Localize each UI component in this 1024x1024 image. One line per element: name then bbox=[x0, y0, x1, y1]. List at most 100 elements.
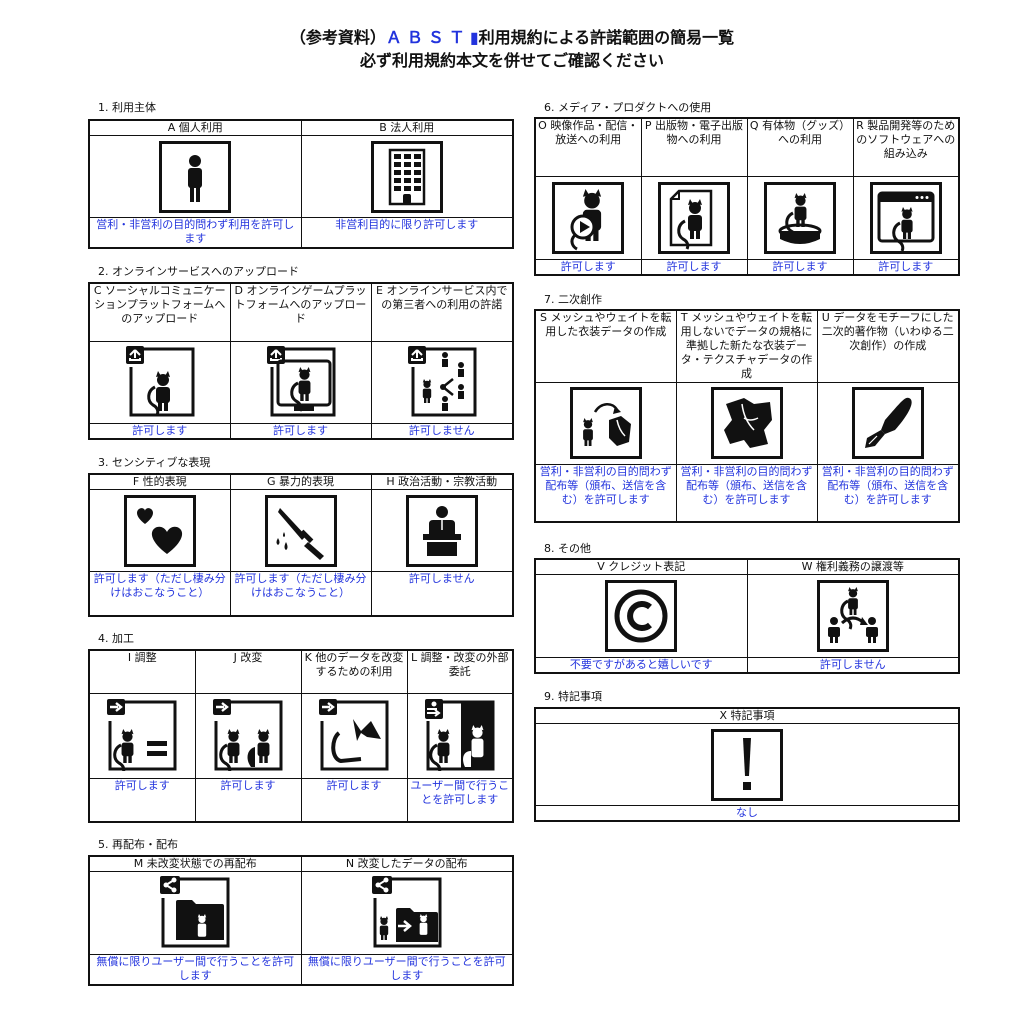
item-header-V: V クレジット表記 bbox=[534, 558, 748, 575]
section-label: 2. オンラインサービスへのアップロード bbox=[98, 265, 299, 278]
share-modified-folder-icon bbox=[370, 874, 444, 948]
item-icon-cell-L bbox=[406, 692, 514, 779]
item-header-P: P 出版物・電子出版物への利用 bbox=[640, 117, 748, 177]
section-sensitive-expression: 3. センシティブな表現 F 性的表現 G 暴力的表現 H 政治活動・宗教活動 bbox=[88, 456, 514, 617]
permission-table: V クレジット表記 W 権利義務の譲渡等 bbox=[534, 558, 960, 674]
item-header-D: D オンラインゲームプラットフォームへのアップロード bbox=[229, 282, 372, 342]
item-icon-cell-F bbox=[88, 489, 231, 572]
item-permission-O: 許可します bbox=[534, 258, 642, 275]
item-header-K: K 他のデータを改変するための利用 bbox=[300, 649, 408, 694]
item-permission-U: 営利・非営利の目的問わず配布等（頒布、送信を含む）を許可します bbox=[816, 463, 960, 523]
item-permission-R: 許可します bbox=[852, 258, 960, 275]
item-icon-cell-C bbox=[88, 340, 231, 424]
item-icon-cell-B bbox=[300, 135, 514, 218]
parts-reuse-icon bbox=[317, 697, 391, 771]
person-icon bbox=[159, 140, 232, 213]
section-label: 8. その他 bbox=[544, 542, 591, 555]
item-icon-cell-E bbox=[370, 340, 514, 424]
item-header-U: U データをモチーフにした二次的著作物（いわゆる二次創作）の作成 bbox=[816, 309, 960, 383]
item-header-R: R 製品開発等のためのソフトウェアへの組み込み bbox=[852, 117, 960, 177]
item-header-C: C ソーシャルコミュニケーションプラットフォームへのアップロード bbox=[88, 282, 231, 342]
item-permission-T: 営利・非営利の目的問わず配布等（頒布、送信を含む）を許可します bbox=[675, 463, 818, 523]
permission-table: O 映像作品・配信・放送への利用 P 出版物・電子出版物への利用 Q 有体物（グ… bbox=[534, 117, 960, 276]
item-header-B: B 法人利用 bbox=[300, 119, 514, 136]
upload-share-users-icon bbox=[405, 343, 479, 417]
item-icon-cell-M bbox=[88, 871, 302, 955]
upload-avatar-icon bbox=[123, 343, 197, 417]
permission-table: F 性的表現 G 暴力的表現 H 政治活動・宗教活動 bbox=[88, 473, 514, 617]
video-play-avatar-icon bbox=[552, 181, 625, 254]
item-permission-W: 許可しません bbox=[746, 657, 960, 674]
upload-monitor-avatar-icon bbox=[264, 343, 338, 417]
item-permission-V: 不要ですがあると嬉しいです bbox=[534, 657, 748, 674]
section-label: 6. メディア・プロダクトへの使用 bbox=[544, 101, 712, 114]
permission-table: X 特記事項 なし bbox=[534, 707, 960, 822]
item-permission-K: 許可します bbox=[300, 777, 408, 823]
section-derivative-works: 7. 二次創作 S メッシュやウェイトを転用した衣装データの作成 T メッシュや… bbox=[534, 293, 960, 525]
item-permission-E: 許可しません bbox=[370, 422, 514, 439]
item-icon-cell-H bbox=[370, 489, 514, 572]
page-subtitle: 必ず利用規約本文を併せてご確認ください bbox=[359, 51, 664, 70]
item-permission-X: なし bbox=[534, 805, 960, 822]
section-processing: 4. 加工 I 調整 J 改変 K 他のデータを改変するための利用 L 調整・改… bbox=[88, 632, 514, 823]
item-icon-cell-U bbox=[816, 381, 960, 465]
item-header-M: M 未改変状態での再配布 bbox=[88, 855, 302, 872]
avatar-to-clothing-icon bbox=[569, 387, 642, 459]
title-bar-mark: ▮ bbox=[469, 28, 479, 47]
section-label: 5. 再配布・配布 bbox=[98, 838, 178, 851]
fountain-pen-icon bbox=[851, 387, 924, 459]
item-header-X: X 特記事項 bbox=[534, 707, 960, 724]
adjust-equal-icon bbox=[105, 697, 179, 774]
item-icon-cell-T bbox=[675, 381, 818, 465]
hearts-icon bbox=[123, 494, 196, 567]
item-permission-A: 営利・非営利の目的問わず利用を許可します bbox=[88, 217, 302, 248]
item-permission-P: 許可します bbox=[640, 258, 748, 275]
item-header-N: N 改変したデータの配布 bbox=[300, 855, 514, 872]
clothing-icon bbox=[710, 387, 783, 459]
item-icon-cell-I bbox=[88, 692, 196, 779]
item-header-J: J 改変 bbox=[194, 649, 302, 694]
permission-table: A 個人利用 B 法人利用 bbox=[88, 119, 514, 249]
item-header-S: S メッシュやウェイトを転用した衣装データの作成 bbox=[534, 309, 677, 383]
section-online-upload: 2. オンラインサービスへのアップロード C ソーシャルコミュニケーションプラッ… bbox=[88, 265, 514, 440]
office-building-icon bbox=[370, 140, 443, 213]
rights-transfer-icon bbox=[816, 580, 889, 652]
item-permission-J: 許可します bbox=[194, 777, 302, 823]
section-media-product: 6. メディア・プロダクトへの使用 O 映像作品・配信・放送への利用 P 出版物… bbox=[534, 101, 960, 276]
share-folder-icon bbox=[158, 874, 232, 948]
item-header-W: W 権利義務の譲渡等 bbox=[746, 558, 960, 575]
software-window-icon bbox=[869, 181, 942, 254]
item-icon-cell-R bbox=[852, 175, 960, 260]
item-header-E: E オンラインサービス内での第三者への利用の許諾 bbox=[370, 282, 514, 342]
item-permission-M: 無償に限りユーザー間で行うことを許可します bbox=[88, 954, 302, 985]
title-prefix: （参考資料） bbox=[289, 28, 386, 47]
item-icon-cell-S bbox=[534, 381, 677, 465]
permission-table: S メッシュやウェイトを転用した衣装データの作成 T メッシュやウェイトを転用し… bbox=[534, 309, 960, 523]
item-icon-cell-W bbox=[746, 574, 960, 658]
section-label: 7. 二次創作 bbox=[544, 293, 602, 306]
section-other: 8. その他 V クレジット表記 W 権利義務の譲渡等 bbox=[534, 542, 960, 674]
item-icon-cell-K bbox=[300, 692, 408, 779]
section-label: 4. 加工 bbox=[98, 632, 134, 645]
section-label: 3. センシティブな表現 bbox=[98, 456, 211, 469]
item-permission-G: 許可します（ただし棲み分けはおこなうこと） bbox=[229, 571, 372, 616]
knife-blood-icon bbox=[264, 494, 337, 567]
permission-table: M 未改変状態での再配布 N 改変したデータの配布 bbox=[88, 855, 514, 986]
permission-table: I 調整 J 改変 K 他のデータを改変するための利用 L 調整・改変の外部委託 bbox=[88, 649, 514, 823]
item-header-L: L 調整・改変の外部委託 bbox=[406, 649, 514, 694]
section-label: 1. 利用主体 bbox=[98, 101, 156, 114]
title-suffix: 利用規約による許諾範囲の簡易一覧 bbox=[478, 28, 735, 47]
item-icon-cell-A bbox=[88, 135, 302, 218]
item-header-O: O 映像作品・配信・放送への利用 bbox=[534, 117, 642, 177]
podium-speaker-icon bbox=[405, 494, 478, 567]
item-header-Q: Q 有体物（グッズ）への利用 bbox=[746, 117, 854, 177]
figure-goods-icon bbox=[764, 181, 836, 254]
item-icon-cell-N bbox=[300, 871, 514, 955]
outsource-icon bbox=[423, 697, 497, 774]
item-icon-cell-P bbox=[640, 175, 748, 260]
section-label: 9. 特記事項 bbox=[544, 690, 602, 703]
item-icon-cell-O bbox=[534, 175, 642, 260]
item-permission-L: ユーザー間で行うことを許可します bbox=[406, 777, 514, 823]
permission-table: C ソーシャルコミュニケーションプラットフォームへのアップロード D オンライン… bbox=[88, 282, 514, 440]
item-permission-I: 許可します bbox=[88, 777, 196, 823]
